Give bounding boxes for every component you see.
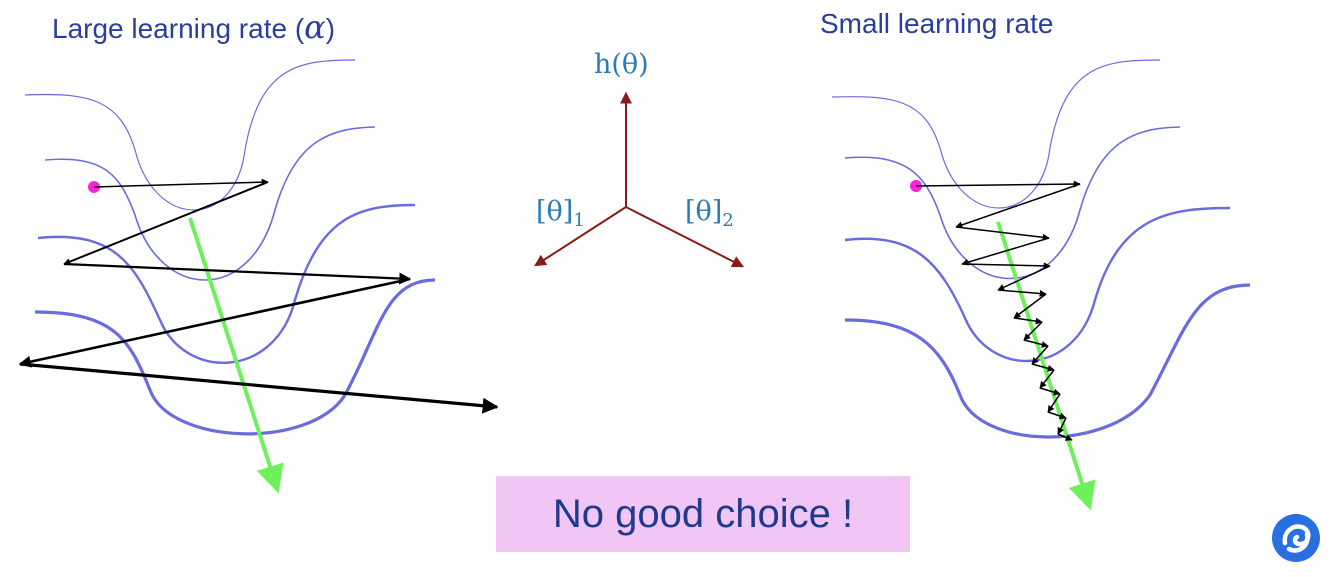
title-small-learning-rate: Small learning rate xyxy=(820,8,1054,39)
contour-line-1 xyxy=(831,59,1161,209)
step-arrow-3 xyxy=(955,226,1050,241)
title-left-prefix: Large learning rate ( xyxy=(52,13,305,44)
no-good-choice-callout: No good choice ! xyxy=(496,476,910,552)
gradient-direction-arrow xyxy=(188,217,284,494)
axis-label-left: [θ]1 xyxy=(536,196,585,231)
step-arrow-7 xyxy=(997,289,1047,297)
axis-label-vertical: h(θ) xyxy=(594,49,649,80)
axis-label-right-base: [θ] xyxy=(685,196,722,227)
axis-label-left-base: [θ] xyxy=(536,196,573,227)
axis-label-left-sub: 1 xyxy=(573,210,584,231)
axes-icon: h(θ) [θ]1 [θ]2 xyxy=(533,49,745,268)
axis-label-right-sub: 2 xyxy=(722,210,733,231)
step-arrow-5 xyxy=(19,362,499,414)
axis-right xyxy=(625,206,745,268)
title-left-suffix: ) xyxy=(325,13,336,44)
contour-line-3 xyxy=(37,203,416,364)
step-arrow-2 xyxy=(955,183,1081,229)
axis-left xyxy=(533,206,627,267)
step-arrow-11 xyxy=(1023,339,1049,348)
right-contour-plot xyxy=(831,59,1251,511)
step-arrow-8 xyxy=(1013,293,1047,319)
step-arrow-19 xyxy=(1057,433,1073,441)
title-large-learning-rate: Large learning rate (α) xyxy=(52,8,335,46)
step-arrow-18 xyxy=(1057,417,1067,435)
step-arrow-1 xyxy=(915,180,1081,188)
step-arrow-15 xyxy=(1039,387,1061,396)
step-arrow-16 xyxy=(1047,393,1061,413)
contour-line-4 xyxy=(844,283,1251,439)
step-arrow-12 xyxy=(1031,345,1049,365)
left-contour-plot xyxy=(18,59,499,494)
step-arrow-1 xyxy=(93,178,269,188)
step-arrow-5 xyxy=(961,262,1051,270)
step-arrow-17 xyxy=(1047,411,1067,420)
contour-line-2 xyxy=(844,126,1181,280)
contour-line-3 xyxy=(844,206,1231,362)
gradient-direction-arrow xyxy=(996,221,1096,511)
step-arrow-2 xyxy=(63,181,269,265)
step-arrow-14 xyxy=(1039,369,1055,389)
step-arrow-13 xyxy=(1031,363,1055,372)
step-arrow-9 xyxy=(1013,317,1043,325)
contour-line-2 xyxy=(44,126,376,281)
step-arrow-3 xyxy=(63,262,412,285)
axis-label-right: [θ]2 xyxy=(685,196,734,231)
contour-line-4 xyxy=(34,278,436,436)
step-arrow-4 xyxy=(18,277,411,368)
swirl-logo-icon xyxy=(1272,514,1320,562)
step-arrow-10 xyxy=(1023,321,1043,341)
step-arrow-4 xyxy=(961,237,1050,266)
step-arrow-6 xyxy=(997,265,1051,291)
contour-line-1 xyxy=(24,59,356,211)
alpha-symbol: α xyxy=(304,8,326,46)
